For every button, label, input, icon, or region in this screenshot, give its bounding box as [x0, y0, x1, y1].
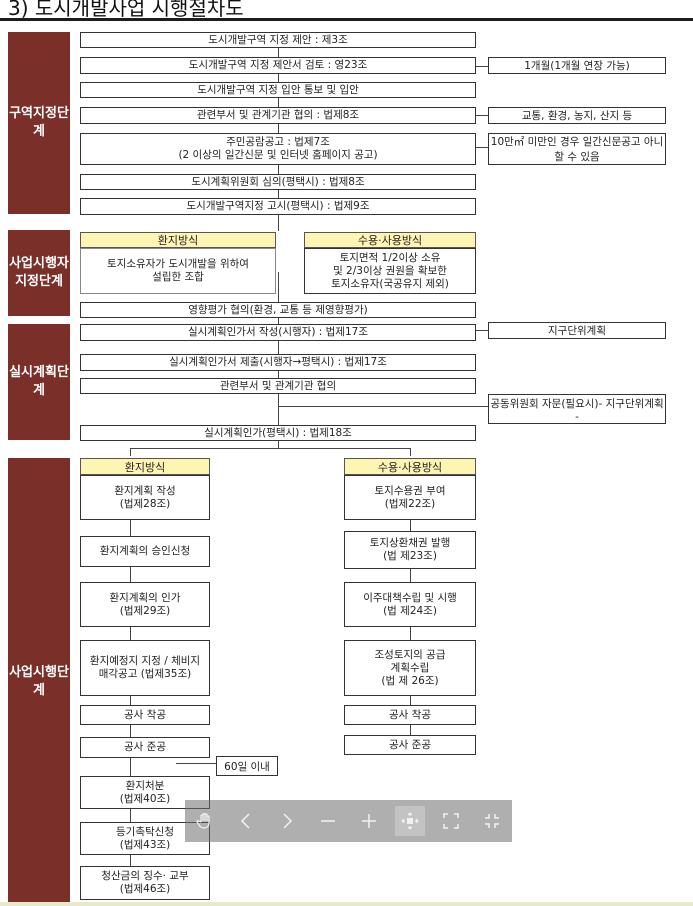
plan-note-1: 지구단위계획: [488, 322, 666, 339]
exec-left-2: 환지계획의 승인신청: [80, 536, 210, 567]
zone-note-2: 교통, 환경, 농지, 산지 등: [488, 107, 666, 124]
connector: [278, 406, 488, 407]
connector: [278, 316, 279, 326]
plan-note-2: 공동위원회 자문(필요시)- 지구단위계획 -: [488, 394, 666, 424]
fullscreen-icon[interactable]: [436, 806, 466, 836]
bottom-strip: [0, 902, 693, 906]
exec-left-5: 공사 착공: [80, 705, 210, 725]
zoom-in-icon[interactable]: [354, 806, 384, 836]
zone-note-1: 1개월(1개월 연장 가능): [488, 57, 666, 74]
zone-step-5: 주민공람공고 : 법제7조(2 이상의 일간신문 및 인터넷 홈페이지 공고): [80, 133, 476, 165]
viewer-toolbar: [185, 800, 512, 842]
exec-right-1: 토지수용권 부여(법제22조): [344, 475, 476, 520]
connector: [410, 448, 411, 456]
stage-exec: 사업시행단계: [8, 458, 70, 906]
plan-step-1: 실시계획인가서 작성(시행자) : 법제17조: [80, 324, 476, 341]
connector: [476, 147, 488, 148]
connector: [130, 448, 131, 456]
exec-left-9: 청산금의 징수· 교부(법제46조): [80, 866, 210, 900]
exec-right-6: 공사 준공: [344, 735, 476, 755]
title-bar: 3) 도시개발사업 시행절차도: [0, 0, 693, 20]
operator-right-head: 수용·사용방식: [304, 232, 476, 248]
connector: [130, 448, 410, 449]
connector: [410, 520, 411, 745]
exit-fullscreen-icon[interactable]: [477, 806, 507, 836]
zone-step-7: 도시개발구역지정 고시(평택시) : 법제9조: [80, 198, 476, 215]
exec-note-60days: 60일 이내: [216, 756, 278, 776]
page-title: 3) 도시개발사업 시행절차도: [8, 0, 244, 20]
title-underline: [0, 18, 693, 21]
chevron-left-icon[interactable]: [231, 806, 261, 836]
zone-step-4: 관련부서 및 관계기관 협의 : 법제8조: [80, 107, 476, 124]
connector: [278, 440, 279, 448]
stage-plan: 실시계획단계: [8, 324, 70, 440]
exec-right-5: 공사 착공: [344, 705, 476, 725]
impact-assessment: 영향평가 협의(환경, 교통 등 제영향평가): [80, 302, 476, 318]
exec-left-1: 환지계획 작성(법제28조): [80, 475, 210, 520]
exec-right-head: 수용·사용방식: [344, 458, 476, 475]
stage-operator: 사업시행자지정단계: [8, 230, 70, 316]
zone-step-2: 도시개발구역 지정 제안서 검토 : 영23조: [80, 57, 476, 74]
exec-left-head: 환지방식: [80, 458, 210, 475]
exec-right-2: 토지상환채권 발행(법 제23조): [344, 531, 476, 569]
zone-step-1: 도시개발구역 지정 제안 : 제3조: [80, 32, 476, 48]
zone-note-3: 10만㎡ 미만인 경우 일간신문공고 아니할 수 있음: [488, 133, 666, 165]
connector: [476, 66, 488, 67]
plan-step-2: 실시계획인가서 제출(시행자→평택시) : 법제17조: [80, 354, 476, 371]
connector: [278, 272, 279, 302]
fit-icon[interactable]: [394, 806, 425, 836]
exec-left-6: 공사 준공: [80, 737, 210, 758]
connector: [476, 115, 488, 116]
zone-step-6: 도시계획위원회 심의(평택시) : 법제8조: [80, 174, 476, 190]
exec-right-3: 이주대책수립 및 시행(법 제24조): [344, 582, 476, 627]
stage-zone: 구역지정단계: [8, 32, 70, 214]
plan-step-3: 관련부서 및 관계기관 협의: [80, 378, 476, 394]
operator-left-head: 환지방식: [80, 232, 276, 248]
plan-step-4: 실시계획인가(평택시) : 법제18조: [80, 425, 476, 441]
chevron-right-icon[interactable]: [272, 806, 302, 836]
hand-icon[interactable]: [190, 806, 220, 836]
exec-left-3: 환지계획의 인가(법제29조): [80, 582, 210, 627]
zone-step-3: 도시개발구역 지정 입안 통보 및 입안: [80, 82, 476, 98]
zoom-out-icon[interactable]: [313, 806, 343, 836]
connector: [176, 763, 216, 764]
connector: [476, 330, 488, 331]
